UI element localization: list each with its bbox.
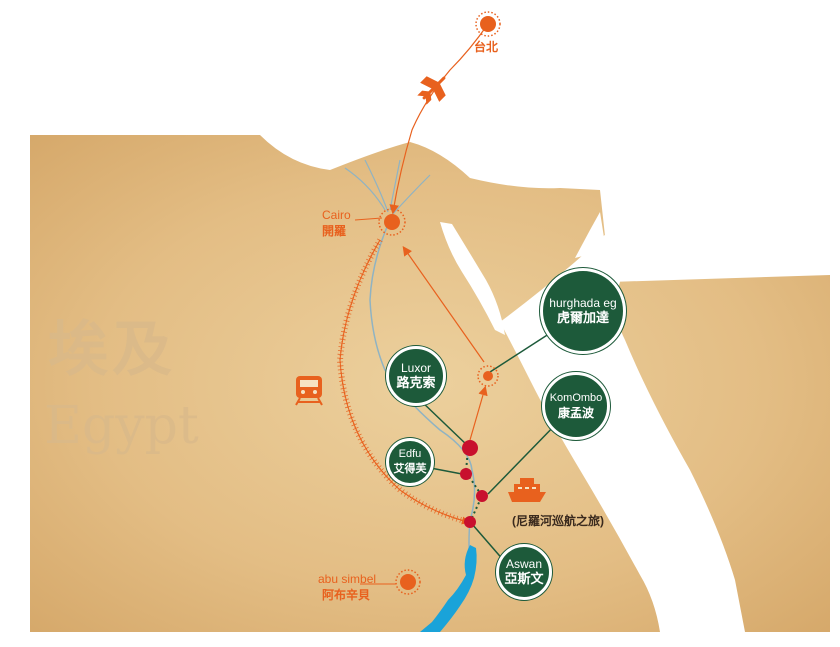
airplane-icon	[417, 76, 446, 105]
map-title-en: Egypt	[44, 396, 199, 456]
aswan-label-zh: 亞斯文	[504, 571, 544, 586]
luxor-dot	[462, 440, 478, 456]
komombo-dot	[476, 490, 488, 502]
nile-delta	[344, 159, 431, 216]
edfu-badge[interactable]: Edfu 艾得芙	[386, 438, 434, 486]
gulf-of-aqaba	[575, 212, 606, 258]
boat-icon	[508, 478, 546, 502]
abu-simbel-label-zh: 阿布辛貝	[322, 588, 371, 602]
luxor-label-zh: 路克索	[396, 375, 436, 390]
train-icon	[295, 376, 323, 406]
gulf-of-suez	[440, 222, 505, 335]
taipei-label: 台北	[474, 40, 499, 54]
nile-cruise-label: (尼羅河巡航之旅)	[512, 514, 604, 528]
komombo-label-en: KomOmbo	[549, 392, 603, 404]
cairo-marker	[378, 208, 406, 236]
hurghada-badge[interactable]: hurghada eg 虎爾加達	[540, 268, 626, 354]
abu-simbel-marker	[395, 569, 421, 595]
hurghada-cairo-route	[402, 246, 485, 363]
edfu-label-zh: 艾得芙	[393, 463, 427, 475]
luxor-label-en: Luxor	[400, 361, 432, 375]
train-route-line	[339, 239, 470, 525]
hurghada-label-en: hurghada eg	[549, 296, 617, 310]
komombo-badge[interactable]: KomOmbo 康孟波	[542, 372, 610, 440]
abu-simbel-label-en: abu simbel	[318, 572, 377, 586]
komombo-label-zh: 康孟波	[557, 406, 594, 420]
badge-leaders	[419, 329, 561, 563]
aswan-label-en: Aswan	[505, 557, 543, 571]
cairo-label-en: Cairo	[322, 208, 351, 222]
flight-route	[389, 23, 489, 215]
aswan-badge[interactable]: Aswan 亞斯文	[496, 544, 552, 600]
luxor-badge[interactable]: Luxor 路克索	[386, 346, 446, 406]
hurghada-marker	[477, 365, 499, 387]
hurghada-label-zh: 虎爾加達	[556, 310, 609, 325]
edfu-dot	[460, 468, 472, 480]
cairo-label-zh: 開羅	[322, 224, 347, 238]
lake-nasser	[420, 545, 477, 632]
taipei-marker	[475, 11, 501, 37]
luxor-hurghada-route	[469, 385, 488, 441]
edfu-label-en: Edfu	[398, 448, 422, 460]
aswan-dot	[464, 516, 476, 528]
map-title-zh: 埃及	[48, 315, 176, 385]
